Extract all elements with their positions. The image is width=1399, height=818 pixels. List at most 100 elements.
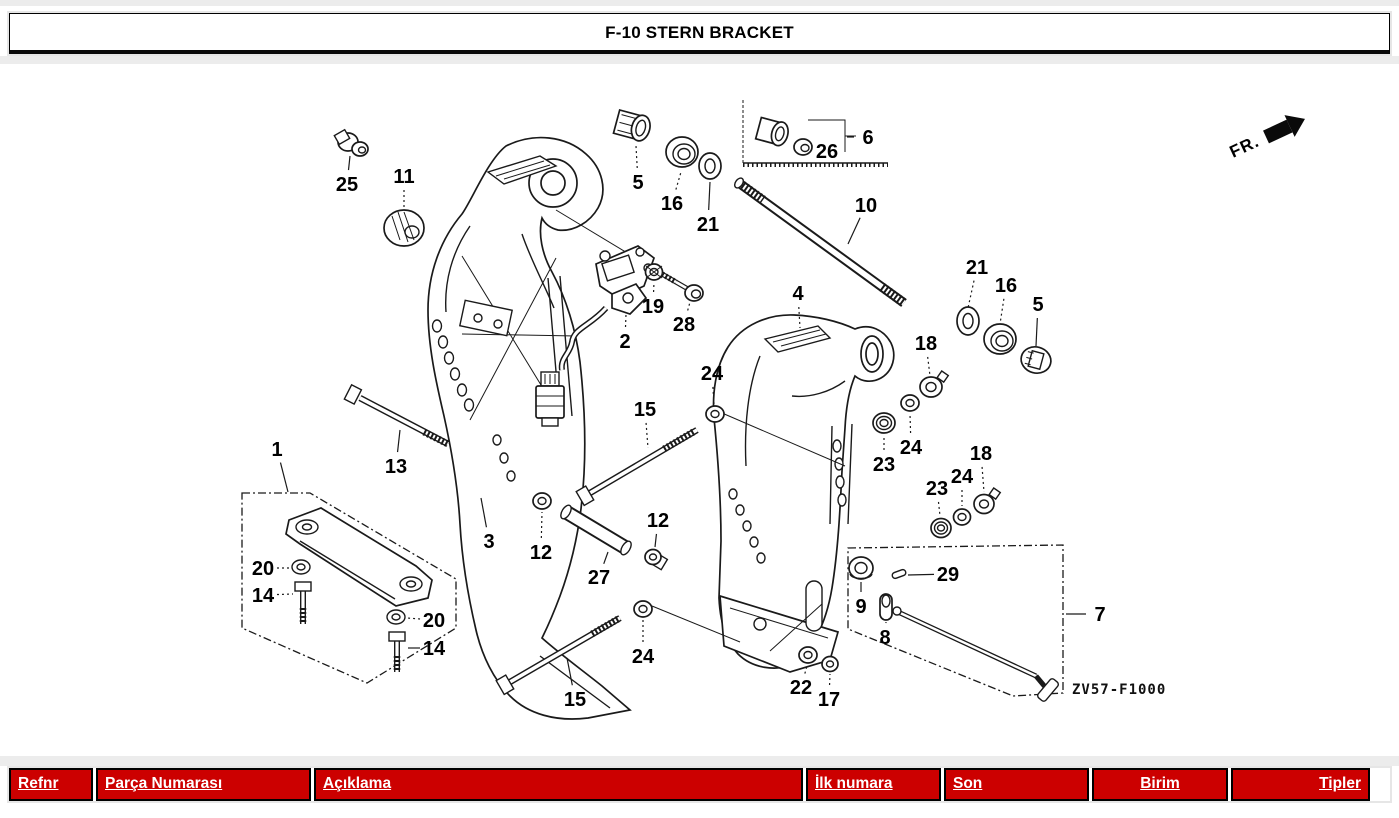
washer-24a bbox=[705, 405, 725, 423]
callout-23: 23 bbox=[926, 478, 948, 500]
leader-12 bbox=[654, 533, 658, 548]
callout-28: 28 bbox=[673, 314, 695, 336]
leader-23 bbox=[937, 501, 941, 517]
callout-2: 2 bbox=[619, 331, 630, 353]
callout-24: 24 bbox=[632, 646, 655, 668]
right-bracket bbox=[712, 314, 895, 673]
callout-22: 22 bbox=[790, 677, 812, 699]
callout-9: 9 bbox=[855, 596, 866, 618]
leader-16 bbox=[675, 171, 682, 190]
column-header-part-number[interactable]: Parça Numarası bbox=[96, 768, 311, 801]
title-divider bbox=[0, 56, 1399, 64]
bushing-12b bbox=[644, 548, 669, 571]
column-header-types[interactable]: Tipler bbox=[1231, 768, 1370, 801]
leader-1 bbox=[279, 462, 289, 493]
page-title: F-10 STERN BRACKET bbox=[605, 23, 794, 42]
washer-17 bbox=[821, 655, 839, 673]
fr-label: FR. bbox=[1227, 132, 1263, 162]
column-link[interactable]: Son bbox=[953, 775, 983, 792]
callout-15: 15 bbox=[564, 689, 586, 711]
cap-nut-5 bbox=[612, 108, 651, 142]
column-header-last[interactable]: Son bbox=[944, 768, 1089, 801]
leader-15 bbox=[645, 422, 649, 449]
callout-18: 18 bbox=[970, 443, 992, 465]
callout-21: 21 bbox=[966, 257, 988, 279]
top-divider bbox=[0, 0, 1399, 6]
washer-19 bbox=[644, 263, 664, 281]
tilt-sender bbox=[535, 245, 656, 427]
callout-18: 18 bbox=[915, 333, 937, 355]
callout-12: 12 bbox=[530, 542, 552, 564]
callout-20: 20 bbox=[423, 610, 445, 632]
washer-24c bbox=[952, 508, 972, 526]
bolt-15-upper bbox=[575, 427, 699, 507]
bushing-12a bbox=[532, 492, 552, 510]
leader-3 bbox=[480, 497, 488, 528]
column-header-first-number[interactable]: İlk numara bbox=[806, 768, 941, 801]
clip-8 bbox=[879, 593, 893, 621]
left-bracket bbox=[427, 136, 632, 720]
callout-5: 5 bbox=[632, 172, 643, 194]
bolt-14a bbox=[294, 581, 312, 624]
nut-24d bbox=[633, 600, 653, 618]
callout-25: 25 bbox=[336, 174, 358, 196]
leader-21 bbox=[967, 280, 975, 309]
grommet-18 bbox=[919, 369, 950, 398]
callout-15: 15 bbox=[634, 399, 656, 421]
callout-7: 7 bbox=[1094, 604, 1105, 626]
nut-23b bbox=[930, 517, 952, 539]
callout-21: 21 bbox=[697, 214, 719, 236]
column-link[interactable]: Refnr bbox=[18, 775, 59, 792]
callout-14: 14 bbox=[423, 638, 446, 660]
bolt-15-lower bbox=[495, 615, 622, 696]
callout-3: 3 bbox=[483, 531, 494, 553]
leader-28 bbox=[687, 301, 691, 311]
bolt-13 bbox=[343, 383, 450, 448]
kit-box-6 bbox=[742, 100, 888, 167]
tilt-shaft bbox=[734, 177, 907, 307]
callout-24: 24 bbox=[701, 363, 724, 385]
callout-16: 16 bbox=[661, 193, 683, 215]
anode-kit bbox=[241, 492, 457, 684]
pin-29 bbox=[891, 568, 907, 580]
nut-22 bbox=[798, 646, 818, 664]
callout-27: 27 bbox=[588, 567, 610, 589]
callout-12: 12 bbox=[647, 510, 669, 532]
callout-20: 20 bbox=[252, 558, 274, 580]
leader-4 bbox=[798, 306, 801, 329]
leader-5 bbox=[1035, 317, 1038, 347]
tube-27 bbox=[560, 504, 632, 556]
stern-bracket-exploded-diagram: FR. ZV57-F1000 2511516212661021165419282… bbox=[241, 100, 1305, 720]
diagram-code: ZV57-F1000 bbox=[1072, 682, 1166, 698]
washer-21-right bbox=[956, 306, 980, 336]
column-header-refnr[interactable]: Refnr bbox=[9, 768, 93, 801]
callout-24: 24 bbox=[951, 466, 974, 488]
callout-23: 23 bbox=[873, 454, 895, 476]
callout-17: 17 bbox=[818, 689, 840, 711]
column-header-description[interactable]: Açıklama bbox=[314, 768, 803, 801]
callout-14: 14 bbox=[252, 585, 275, 607]
callout-13: 13 bbox=[385, 456, 407, 478]
column-link[interactable]: Tipler bbox=[1319, 775, 1361, 792]
callout-16: 16 bbox=[995, 275, 1017, 297]
column-link[interactable]: Parça Numarası bbox=[105, 775, 223, 792]
bushing-9 bbox=[848, 556, 874, 580]
column-link[interactable]: İlk numara bbox=[815, 775, 893, 792]
leader-18 bbox=[927, 356, 931, 377]
washer-21 bbox=[698, 152, 722, 180]
column-link[interactable]: Açıklama bbox=[323, 775, 392, 792]
column-header-unit[interactable]: Birim bbox=[1092, 768, 1228, 801]
column-link[interactable]: Birim bbox=[1140, 775, 1180, 792]
callout-24: 24 bbox=[900, 437, 923, 459]
callout-4: 4 bbox=[792, 283, 804, 305]
leader-27 bbox=[603, 551, 609, 565]
trim-rod-kit bbox=[847, 544, 1064, 702]
leader-15 bbox=[566, 657, 573, 686]
nut-16-right bbox=[983, 323, 1017, 355]
bolt-28 bbox=[660, 271, 704, 302]
grommet-18b bbox=[973, 486, 1002, 515]
page-title-bar: F-10 STERN BRACKET bbox=[7, 11, 1392, 56]
leader-24 bbox=[909, 413, 912, 434]
nut-23a bbox=[872, 412, 896, 434]
